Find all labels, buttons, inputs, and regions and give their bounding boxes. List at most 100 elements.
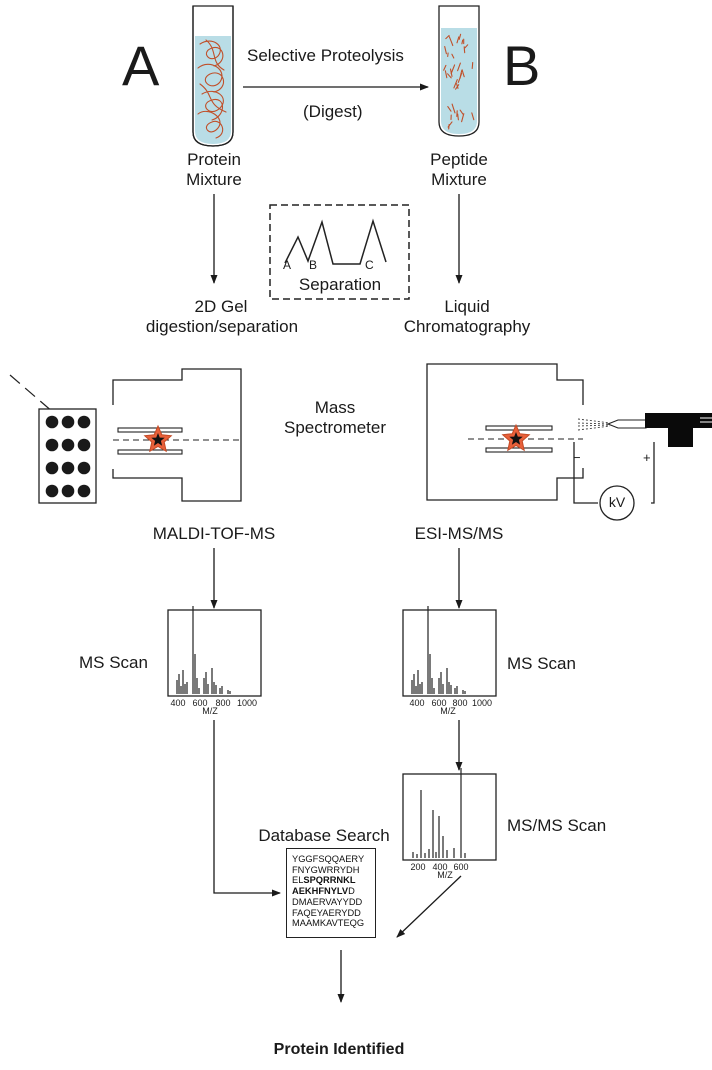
msms-to-database-arrow xyxy=(396,875,462,938)
plus-terminal: + xyxy=(643,450,651,465)
peak-label-a: A xyxy=(283,258,292,272)
sequence-line: FNYGWRRYDH xyxy=(292,865,375,876)
protein-mixture-label-line1: Protein xyxy=(187,150,241,169)
peptide-fragment xyxy=(444,70,448,79)
sequence-text: FNYGWRRYDH xyxy=(292,864,360,875)
voltage-circuit xyxy=(573,442,655,521)
panel-label-b: B xyxy=(503,34,541,97)
peptide-fragment xyxy=(457,62,461,72)
sequence-text: D xyxy=(348,886,355,897)
ms-left-tick-1000: 1000 xyxy=(236,698,258,708)
peptide-fragment xyxy=(471,61,474,70)
plate-well xyxy=(45,438,59,452)
peptide-fragment xyxy=(451,53,455,59)
mass-spectrometer-label-line2: Spectrometer xyxy=(283,418,387,437)
peptide-fragment xyxy=(448,36,454,47)
proteolysis-subtitle: (Digest) xyxy=(303,102,363,121)
sequence-line: YGGFSQQAERY xyxy=(292,854,375,865)
peak-label-b: B xyxy=(309,258,318,272)
peptide-fragment xyxy=(457,72,463,83)
minus-terminal: − xyxy=(573,450,581,465)
protein-mixture-label-line2: Mixture xyxy=(186,170,242,189)
esi-ms-ms-label: ESI-MS/MS xyxy=(414,524,504,543)
ms-right-tick-800: 800 xyxy=(452,698,468,708)
plate-well xyxy=(45,415,59,429)
ionization-star-left xyxy=(143,424,173,453)
sequence-line: FAQEYAERYDD xyxy=(292,908,375,919)
peptide-fragment xyxy=(463,46,466,54)
mass-spectrometer-label-line1: Mass xyxy=(314,398,356,417)
msms-scan-box xyxy=(402,773,497,861)
peptide-fragment xyxy=(457,113,459,121)
protein-fiber xyxy=(199,39,227,113)
peptide-fragment xyxy=(464,44,469,49)
matched-peptide: SPQRRNKL xyxy=(303,875,356,886)
peptide-tube xyxy=(438,5,480,137)
msms-tick-200: 200 xyxy=(410,862,426,872)
plate-well xyxy=(45,461,59,475)
sequence-text: FAQEYAERYDD xyxy=(292,907,361,918)
esi-needle xyxy=(606,413,712,447)
esi-chamber xyxy=(426,363,584,501)
panel-label-a: A xyxy=(122,34,160,97)
peptide-fragment xyxy=(456,36,460,44)
database-search-title: Database Search xyxy=(258,826,390,845)
plate-well xyxy=(61,461,75,475)
sequence-line: AEKHFNYLVD xyxy=(292,886,375,897)
ionization-star-right xyxy=(501,423,531,452)
protein-fiber xyxy=(197,63,225,93)
peptide-fragment xyxy=(461,113,465,123)
peptide-fragment xyxy=(445,34,450,40)
ms-right-axis-label: M/Z xyxy=(440,706,456,716)
peak-label-c: C xyxy=(365,258,374,272)
sequence-text: YGGFSQQAERY xyxy=(292,854,365,864)
peptide-fragment xyxy=(447,73,452,79)
protein-fiber xyxy=(197,110,224,139)
plate-well xyxy=(77,438,91,452)
plate-well xyxy=(77,415,91,429)
sequence-line: MAAMKAVTEQG xyxy=(292,918,375,929)
sequence-text: DMAERVAYYDD xyxy=(292,896,363,907)
gel-method-line1: 2D Gel xyxy=(194,297,248,316)
plate-well xyxy=(77,461,91,475)
sequence-text: MAAMKAVTEQG xyxy=(292,918,365,929)
separation-box xyxy=(269,204,410,300)
peptide-fragment xyxy=(453,79,458,89)
lc-method-line1: Liquid xyxy=(444,297,490,316)
ms-left-tick-800: 800 xyxy=(215,698,231,708)
sequence-line: ELSPQRRNKL xyxy=(292,875,375,886)
plate-well xyxy=(61,415,75,429)
ms-scan-right-label: MS Scan xyxy=(507,654,576,673)
plate-well xyxy=(77,484,91,498)
separation-label: Separation xyxy=(298,275,382,294)
esi-spray xyxy=(577,418,611,431)
peptide-fragment xyxy=(451,103,456,114)
ms-scan-right-peaks xyxy=(411,606,466,694)
peptide-fragment xyxy=(456,83,459,89)
plate-well xyxy=(61,438,75,452)
peptide-mixture-label-line1: Peptide xyxy=(430,150,488,169)
separation-trace xyxy=(284,218,387,265)
protein-fiber xyxy=(201,90,224,121)
maldi-chamber xyxy=(112,368,242,502)
maldi-target-plate xyxy=(38,408,97,504)
peptide-fragment xyxy=(461,39,464,45)
ms-right-tick-1000: 1000 xyxy=(471,698,493,708)
ms-left-tick-400: 400 xyxy=(170,698,186,708)
plate-well xyxy=(61,484,75,498)
maldi-to-database-arrow xyxy=(213,720,281,897)
ms-right-tick-600: 600 xyxy=(431,698,447,708)
ms-left-axis-label: M/Z xyxy=(202,706,218,716)
peptide-fragment xyxy=(447,106,452,112)
gel-method-line2: digestion/separation xyxy=(145,317,299,336)
msms-scan-peaks xyxy=(412,768,466,858)
matched-peptide: AEKHFNYLV xyxy=(292,886,349,897)
protein-identified-label: Protein Identified xyxy=(273,1041,405,1058)
plate-well xyxy=(45,484,59,498)
msms-tick-400: 400 xyxy=(432,862,448,872)
protein-tube xyxy=(192,5,234,147)
protein-fiber xyxy=(199,40,224,67)
kv-label: kV xyxy=(608,494,626,510)
